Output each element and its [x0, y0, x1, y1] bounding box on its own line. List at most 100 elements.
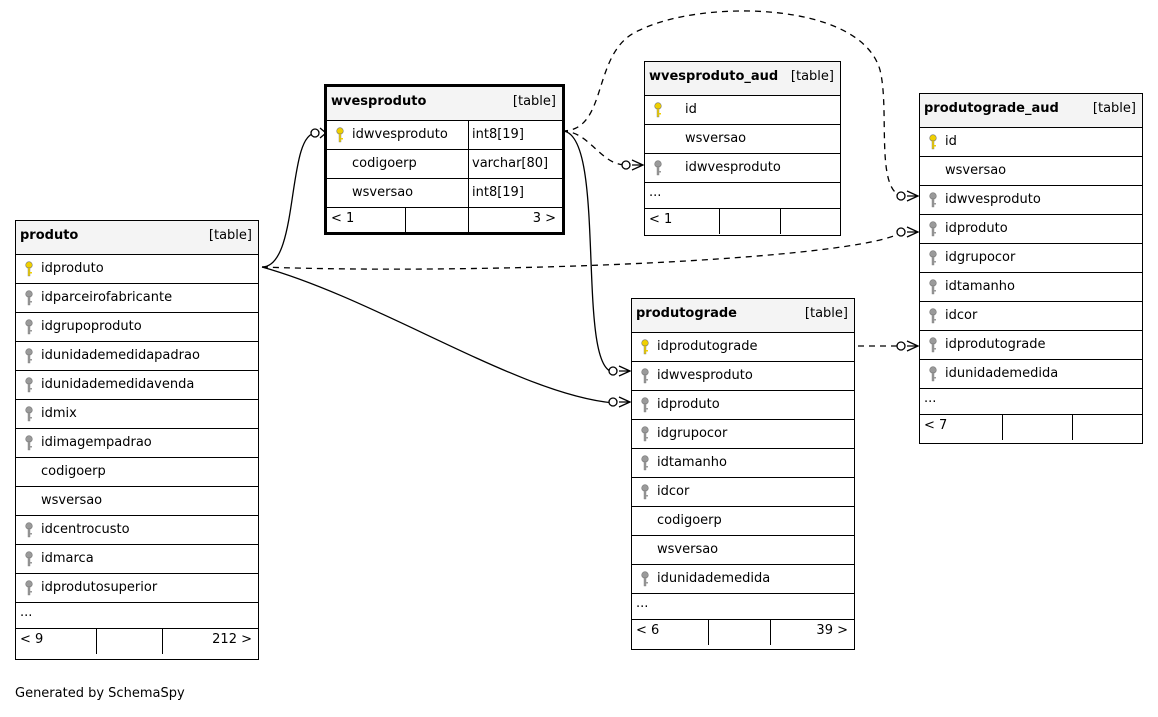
crowfoot-mark: [618, 396, 632, 408]
more-columns: ...: [16, 603, 258, 629]
table-wvesproduto[interactable]: wvesproduto [table] idwvesproduto int8[1…: [324, 84, 565, 235]
primary-key-icon: [336, 127, 344, 143]
column-row: idproduto: [16, 255, 258, 284]
column-name: id: [945, 134, 957, 149]
table-name: produto: [20, 228, 79, 243]
foreign-key-icon: [929, 337, 937, 353]
crowfoot-mark: [618, 365, 632, 377]
foreign-key-icon: [25, 348, 33, 364]
children-count: [1136, 415, 1142, 440]
link-wvesproduto-aud: [561, 130, 627, 166]
column-row: idunidademedidavenda: [16, 371, 258, 400]
foreign-key-icon: [25, 551, 33, 567]
column-name: idwvesproduto: [685, 160, 781, 175]
link-end-circle: [896, 341, 906, 351]
column-name: codigoerp: [41, 464, 106, 479]
column-row: idwvesproduto int8[19]: [327, 121, 562, 150]
link-produto-produtograde: [261, 266, 615, 404]
column-row: idprodutograde: [632, 333, 854, 362]
column-row: idgrupoproduto: [16, 313, 258, 342]
link-wvesproduto-produtograde-aud: [561, 10, 903, 197]
column-row: idmix: [16, 400, 258, 429]
table-header: wvesproduto [table]: [327, 87, 562, 121]
column-row: idcentrocusto: [16, 516, 258, 545]
column-row: idtamanho: [920, 273, 1142, 302]
table-header: produtograde [table]: [632, 299, 854, 333]
column-row: idimagempadrao: [16, 429, 258, 458]
foreign-key-icon: [25, 377, 33, 393]
column-name: wsversao: [685, 131, 747, 146]
children-count: 3 >: [532, 211, 556, 226]
column-name: idprodutograde: [945, 337, 1046, 352]
foreign-key-icon: [929, 250, 937, 266]
table-wvesproduto-aud[interactable]: wvesproduto_aud [table] id wsversao idwv…: [644, 61, 841, 236]
foreign-key-icon: [25, 435, 33, 451]
column-row: idcor: [632, 478, 854, 507]
foreign-key-icon: [25, 319, 33, 335]
table-footer: < 1 3 >: [327, 208, 562, 233]
table-produtograde[interactable]: produtograde [table] idprodutograde idwve…: [631, 298, 855, 650]
link-end-circle: [621, 160, 631, 170]
link-produto-produtograde-aud: [261, 231, 903, 270]
foreign-key-icon: [641, 484, 649, 500]
column-row: wsversao: [632, 536, 854, 565]
column-name: idproduto: [41, 261, 104, 276]
column-name: idtamanho: [945, 279, 1015, 294]
table-footer: < 6 39 >: [632, 620, 854, 645]
primary-key-icon: [25, 261, 33, 277]
column-name: idcor: [945, 308, 978, 323]
table-name: produtograde_aud: [924, 101, 1059, 116]
foreign-key-icon: [929, 192, 937, 208]
foreign-key-icon: [929, 308, 937, 324]
column-name: idunidademedida: [945, 366, 1059, 381]
column-type: int8[19]: [468, 179, 524, 207]
primary-key-icon: [654, 102, 662, 118]
table-type: [table]: [790, 69, 834, 84]
table-name: produtograde: [636, 306, 737, 321]
column-row: codigoerp varchar[80]: [327, 150, 562, 179]
foreign-key-icon: [25, 580, 33, 596]
column-name: idmix: [41, 406, 77, 421]
more-columns: ...: [920, 389, 1142, 415]
table-header: produto [table]: [16, 221, 258, 255]
column-name: wsversao: [41, 493, 103, 508]
link-end-circle: [310, 128, 320, 138]
children-count: 39 >: [816, 623, 848, 638]
more-columns: ...: [632, 594, 854, 620]
foreign-key-icon: [25, 406, 33, 422]
parents-count: < 6: [636, 623, 660, 638]
column-name: idwvesproduto: [352, 127, 448, 142]
table-produto[interactable]: produto [table] idproduto idparceirofabri…: [15, 220, 259, 660]
column-name: idcor: [657, 484, 690, 499]
table-type: [table]: [804, 306, 848, 321]
parents-count: < 1: [649, 212, 673, 227]
column-row: idprodutograde: [920, 331, 1142, 360]
column-row: wsversao int8[19]: [327, 179, 562, 208]
column-type: varchar[80]: [468, 150, 548, 178]
column-name: idproduto: [657, 397, 720, 412]
foreign-key-icon: [25, 522, 33, 538]
column-name: idunidademedida: [657, 571, 771, 586]
foreign-key-icon: [641, 455, 649, 471]
foreign-key-icon: [929, 366, 937, 382]
column-name: wsversao: [945, 163, 1007, 178]
column-name: idunidademedidapadrao: [41, 348, 200, 363]
parents-count: < 9: [20, 632, 44, 647]
column-name: idwvesproduto: [657, 368, 753, 383]
column-name: codigoerp: [352, 156, 417, 171]
column-name: idproduto: [945, 221, 1008, 236]
column-row: idwvesproduto: [920, 186, 1142, 215]
column-name: idmarca: [41, 551, 94, 566]
column-name: idgrupoproduto: [41, 319, 142, 334]
column-row: idunidademedidapadrao: [16, 342, 258, 371]
foreign-key-icon: [25, 290, 33, 306]
column-name: idwvesproduto: [945, 192, 1041, 207]
column-row: idcor: [920, 302, 1142, 331]
more-columns: ...: [645, 183, 840, 209]
column-row: idproduto: [920, 215, 1142, 244]
column-name: wsversao: [352, 185, 414, 200]
column-name: idparceirofabricante: [41, 290, 173, 305]
foreign-key-icon: [641, 368, 649, 384]
foreign-key-icon: [641, 426, 649, 442]
